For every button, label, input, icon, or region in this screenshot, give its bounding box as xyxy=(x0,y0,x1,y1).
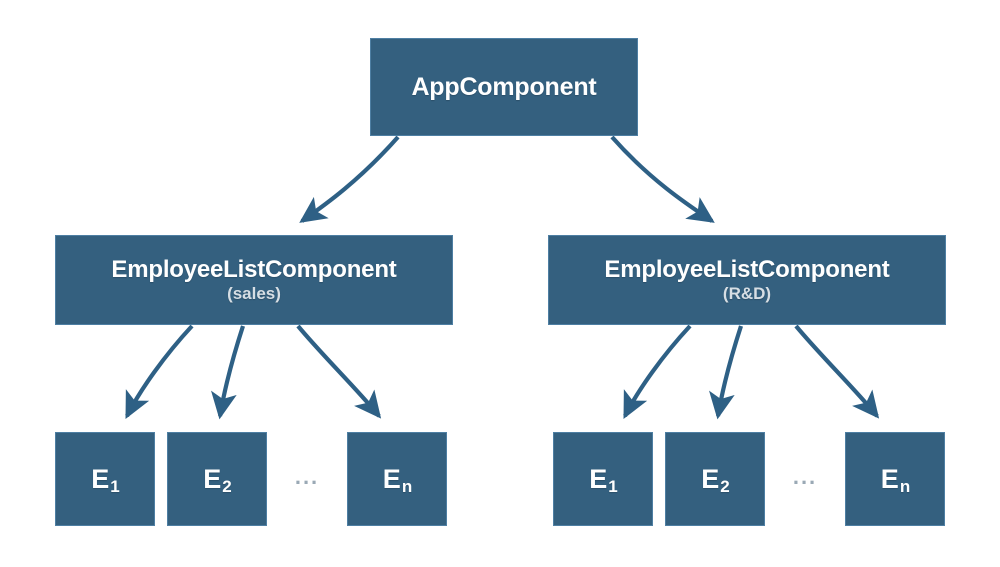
node-app-component[interactable]: AppComponent xyxy=(370,38,638,136)
node-employee-list-component-rnd-sublabel: (R&D) xyxy=(722,283,772,303)
node-employee-sales-1[interactable]: E1 xyxy=(55,432,155,526)
node-employee-list-component-sales-sublabel: (sales) xyxy=(227,283,281,303)
ellipsis-rnd: ... xyxy=(792,464,818,489)
edge-sales-to-en xyxy=(296,324,382,419)
node-employee-sales-2[interactable]: E2 xyxy=(167,432,267,526)
node-employee-list-component-rnd[interactable]: EmployeeListComponent (R&D) xyxy=(548,235,946,325)
employee-letter: E xyxy=(91,463,110,494)
node-employee-rnd-1[interactable]: E1 xyxy=(553,432,653,526)
employee-index: 1 xyxy=(608,476,618,496)
node-employee-sales-n[interactable]: En xyxy=(347,432,447,526)
employee-letter: E xyxy=(382,463,401,494)
node-employee-rnd-n-label: En xyxy=(880,463,911,496)
node-employee-rnd-1-label: E1 xyxy=(589,463,618,496)
edge-rnd-to-e2 xyxy=(709,325,743,420)
node-employee-list-component-sales[interactable]: EmployeeListComponent (sales) xyxy=(55,235,453,325)
node-employee-sales-n-label: En xyxy=(382,463,413,496)
employee-letter: E xyxy=(589,463,608,494)
node-employee-sales-1-label: E1 xyxy=(91,463,120,496)
node-employee-rnd-2-label: E2 xyxy=(701,463,730,496)
node-employee-sales-2-label: E2 xyxy=(203,463,232,496)
node-employee-list-component-sales-label: EmployeeListComponent xyxy=(111,255,397,283)
employee-letter: E xyxy=(880,463,899,494)
ellipsis-sales: ... xyxy=(294,464,320,489)
employee-index: 1 xyxy=(110,476,120,496)
edge-app-to-rnd xyxy=(610,135,715,223)
node-app-component-label: AppComponent xyxy=(411,72,597,101)
employee-index: 2 xyxy=(720,476,730,496)
edge-app-to-sales xyxy=(299,135,400,223)
employee-letter: E xyxy=(203,463,222,494)
node-employee-rnd-2[interactable]: E2 xyxy=(665,432,765,526)
edge-rnd-to-e1 xyxy=(623,324,692,420)
employee-index: n xyxy=(899,476,911,496)
node-employee-list-component-rnd-label: EmployeeListComponent xyxy=(604,255,890,283)
edge-sales-to-e1 xyxy=(125,324,194,420)
edge-sales-to-e2 xyxy=(211,325,245,420)
employee-index: n xyxy=(401,476,413,496)
edge-rnd-to-en xyxy=(794,324,880,419)
employee-letter: E xyxy=(701,463,720,494)
node-employee-rnd-n[interactable]: En xyxy=(845,432,945,526)
employee-index: 2 xyxy=(222,476,232,496)
